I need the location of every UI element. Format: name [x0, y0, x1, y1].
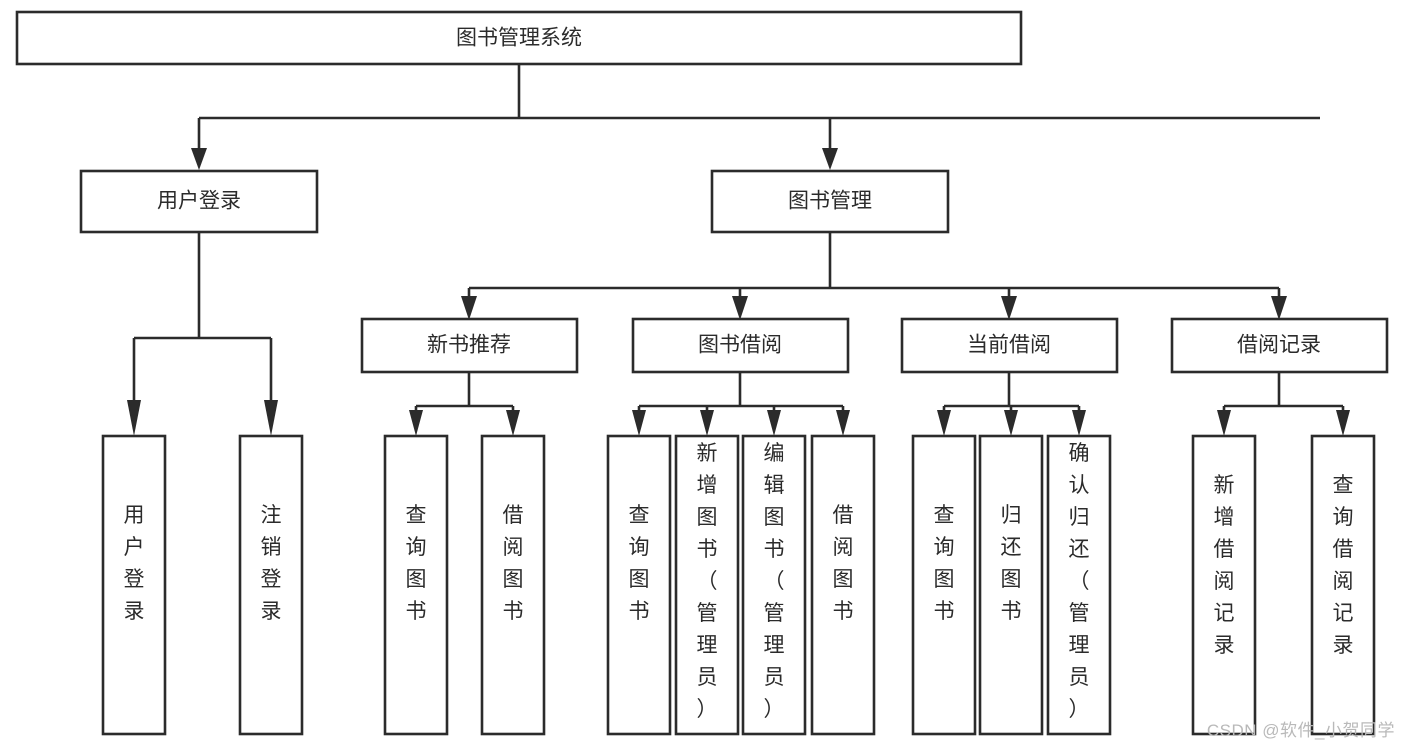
connector-book-management-to-level3 — [461, 232, 1287, 320]
node-root[interactable]: 图书管理系统 — [15, 10, 1023, 66]
arrowhead-to-borrow-record — [1271, 296, 1287, 320]
leaf-confirm-return[interactable]: 确认归还（管理员） — [1046, 434, 1112, 736]
arrowhead-leaf-user-login — [127, 400, 141, 436]
arrowhead-to-book-borrow — [732, 296, 748, 320]
leaf-user-login-label: 用户登录 — [124, 504, 145, 623]
node-book-borrow[interactable]: 图书借阅 — [631, 317, 850, 374]
leaf-query-book-3[interactable]: 查询图书 — [911, 434, 977, 736]
node-user-login[interactable]: 用户登录 — [79, 169, 319, 234]
arrowhead-leaf-add-book — [700, 410, 714, 436]
leaf-return-book[interactable]: 归还图书 — [978, 434, 1044, 736]
leaf-borrow-book-2-label: 借阅图书 — [833, 504, 854, 623]
leaf-add-book[interactable]: 新增图书（管理员） — [674, 434, 740, 736]
leaf-query-book-2-label: 查询图书 — [629, 504, 650, 623]
connector-user-login-to-leaves — [127, 232, 278, 436]
leaf-edit-book-box[interactable] — [741, 434, 807, 736]
leaf-query-record[interactable]: 查询借阅记录 — [1310, 434, 1376, 736]
arrowhead-leaf-borrow-book-2 — [836, 410, 850, 436]
arrowhead-leaf-borrow-book-1 — [506, 410, 520, 436]
arrowhead-to-book-management — [822, 148, 838, 170]
leaf-add-record-box[interactable] — [1191, 434, 1257, 736]
arrowhead-leaf-query-book-1 — [409, 410, 423, 436]
arrowhead-leaf-query-book-3 — [937, 410, 951, 436]
connector-new-book-recommend-to-leaves — [409, 372, 520, 436]
connector-borrow-record-to-leaves — [1217, 372, 1350, 436]
leaf-borrow-book-2[interactable]: 借阅图书 — [810, 434, 876, 736]
leaf-query-book-2-box[interactable] — [606, 434, 672, 736]
node-book-management-box[interactable] — [710, 169, 950, 234]
leaf-logout-login-box[interactable] — [238, 434, 304, 736]
leaf-query-book-1[interactable]: 查询图书 — [383, 434, 449, 736]
leaf-borrow-book-1-box[interactable] — [480, 434, 546, 736]
leaf-query-book-2[interactable]: 查询图书 — [606, 434, 672, 736]
leaf-query-book-1-box[interactable] — [383, 434, 449, 736]
leaf-logout-login-label: 注销登录 — [261, 504, 282, 623]
connector-root-to-level2 — [191, 64, 1320, 170]
leaf-add-record[interactable]: 新增借阅记录 — [1191, 434, 1257, 736]
connector-book-borrow-to-leaves — [632, 372, 850, 436]
leaf-logout-login[interactable]: 注销登录 — [238, 434, 304, 736]
connector-current-borrow-to-leaves — [937, 372, 1086, 436]
arrowhead-to-current-borrow — [1001, 296, 1017, 320]
leaf-borrow-book-2-box[interactable] — [810, 434, 876, 736]
leaf-add-book-box[interactable] — [674, 434, 740, 736]
arrowhead-leaf-return-book — [1004, 410, 1018, 436]
arrowhead-to-user-login — [191, 148, 207, 170]
node-book-borrow-label: 图书借阅 — [698, 334, 782, 357]
leaf-edit-book-label: 编辑图书（管理员） — [764, 442, 785, 721]
leaf-query-record-box[interactable] — [1310, 434, 1376, 736]
arrowhead-leaf-logout-login — [264, 400, 278, 436]
leaf-borrow-book-1-label: 借阅图书 — [503, 504, 524, 623]
arrowhead-leaf-add-record — [1217, 410, 1231, 436]
leaf-query-book-3-label: 查询图书 — [934, 504, 955, 623]
node-book-management[interactable]: 图书管理 — [710, 169, 950, 234]
leaf-borrow-book-1[interactable]: 借阅图书 — [480, 434, 546, 736]
node-book-management-label: 图书管理 — [788, 190, 872, 213]
node-book-borrow-box[interactable] — [631, 317, 850, 374]
node-current-borrow[interactable]: 当前借阅 — [900, 317, 1119, 374]
leaf-user-login-box[interactable] — [101, 434, 167, 736]
node-borrow-record-label: 借阅记录 — [1237, 334, 1321, 357]
leaf-confirm-return-label: 确认归还（管理员） — [1069, 442, 1090, 721]
arrowhead-leaf-edit-book — [767, 410, 781, 436]
leaf-user-login[interactable]: 用户登录 — [101, 434, 167, 736]
node-current-borrow-box[interactable] — [900, 317, 1119, 374]
leaf-return-book-label: 归还图书 — [1001, 504, 1022, 623]
node-borrow-record-box[interactable] — [1170, 317, 1389, 374]
leaf-add-record-label: 新增借阅记录 — [1214, 474, 1235, 657]
node-borrow-record[interactable]: 借阅记录 — [1170, 317, 1389, 374]
leaf-confirm-return-box[interactable] — [1046, 434, 1112, 736]
node-current-borrow-label: 当前借阅 — [967, 334, 1051, 357]
leaf-add-book-label: 新增图书（管理员） — [697, 442, 718, 721]
node-user-login-label: 用户登录 — [157, 190, 241, 213]
node-new-book-recommend[interactable]: 新书推荐 — [360, 317, 579, 374]
leaf-query-book-1-label: 查询图书 — [406, 504, 427, 623]
arrowhead-leaf-confirm-return — [1072, 410, 1086, 436]
leaf-edit-book[interactable]: 编辑图书（管理员） — [741, 434, 807, 736]
node-new-book-recommend-label: 新书推荐 — [427, 334, 511, 357]
leaf-query-book-3-box[interactable] — [911, 434, 977, 736]
node-root-box[interactable] — [15, 10, 1023, 66]
arrowhead-leaf-query-book-2 — [632, 410, 646, 436]
node-new-book-recommend-box[interactable] — [360, 317, 579, 374]
arrowhead-to-new-book-recommend — [461, 296, 477, 320]
leaf-query-record-label: 查询借阅记录 — [1333, 474, 1354, 657]
leaf-return-book-box[interactable] — [978, 434, 1044, 736]
node-root-label: 图书管理系统 — [456, 27, 582, 50]
arrowhead-leaf-query-record — [1336, 410, 1350, 436]
